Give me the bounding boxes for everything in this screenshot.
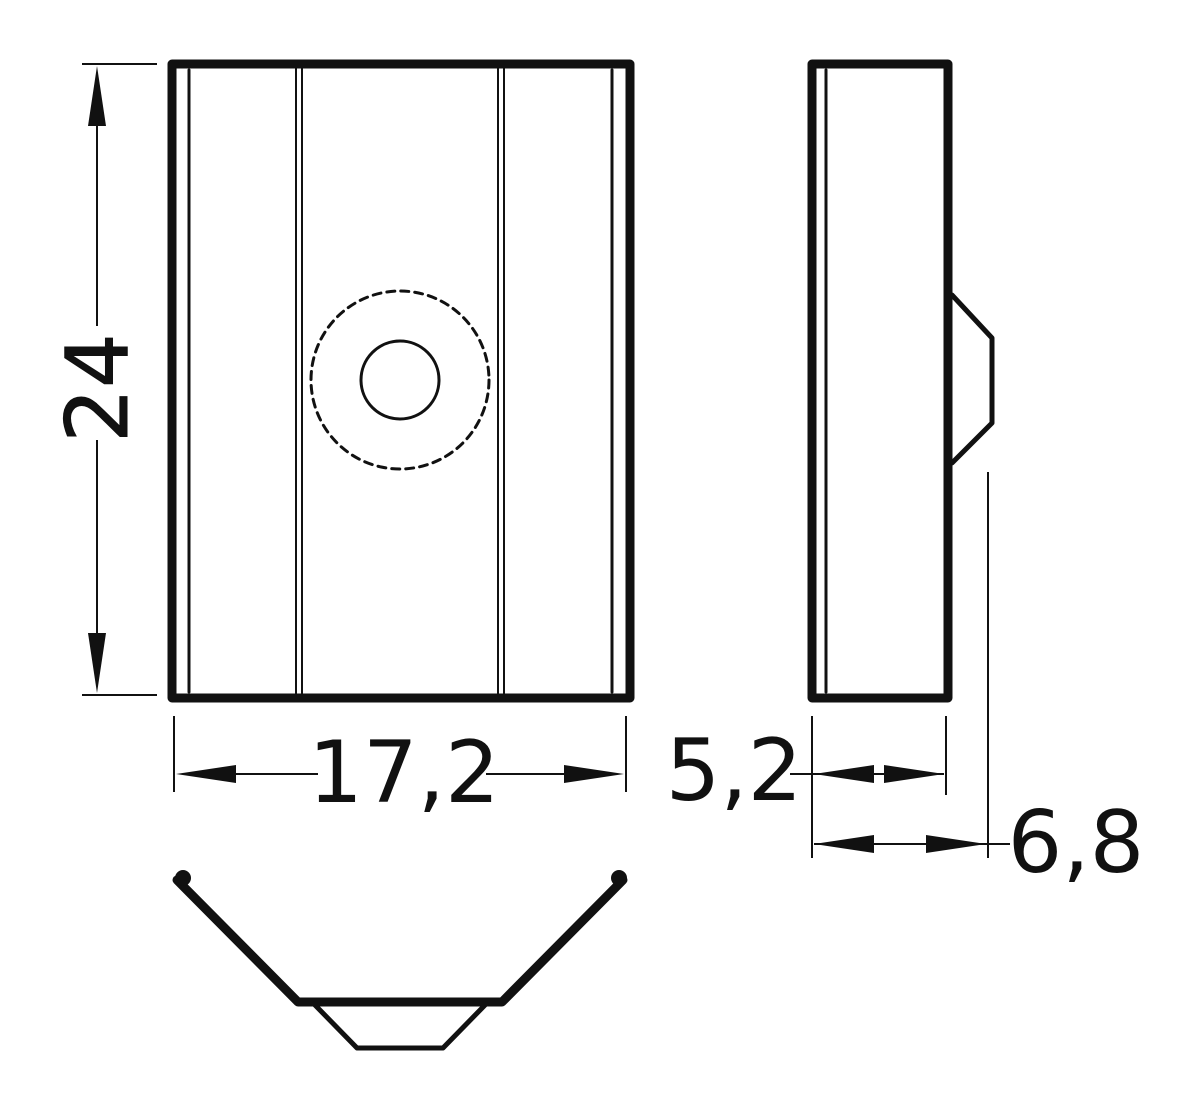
- side-view: [807, 59, 995, 703]
- side-thickness-arrow-left: [814, 765, 874, 783]
- height-arrow-top: [88, 66, 106, 126]
- profile-left-lip: [175, 870, 191, 886]
- side-total-dimension: 6,8: [814, 472, 1144, 893]
- side-thickness-arrow-right: [884, 765, 944, 783]
- profile-right-lip: [611, 870, 627, 886]
- side-thickness-dimension: 5,2: [666, 716, 947, 858]
- height-dimension: 24: [48, 63, 157, 696]
- hidden-boss-circle: [309, 289, 491, 471]
- width-dimension: 17,2: [173, 716, 627, 823]
- side-total-label: 6,8: [1008, 793, 1145, 893]
- height-dimension-label: 24: [48, 333, 148, 442]
- bottom-profile-view: [172, 870, 628, 1051]
- side-view-boss-profile: [949, 292, 995, 466]
- width-arrow-left: [176, 765, 236, 783]
- width-arrow-right: [564, 765, 624, 783]
- front-view-outline: [167, 59, 635, 703]
- side-view-outline: [807, 59, 953, 703]
- hole-circle: [359, 339, 441, 421]
- front-view: [167, 59, 635, 703]
- profile-foot: [311, 1001, 489, 1051]
- side-total-arrow-right: [926, 835, 986, 853]
- width-dimension-label: 17,2: [308, 723, 499, 823]
- height-arrow-bottom: [88, 633, 106, 693]
- side-thickness-label: 5,2: [666, 721, 803, 821]
- side-total-arrow-left: [814, 835, 874, 853]
- profile-outer-wall: [172, 875, 628, 1007]
